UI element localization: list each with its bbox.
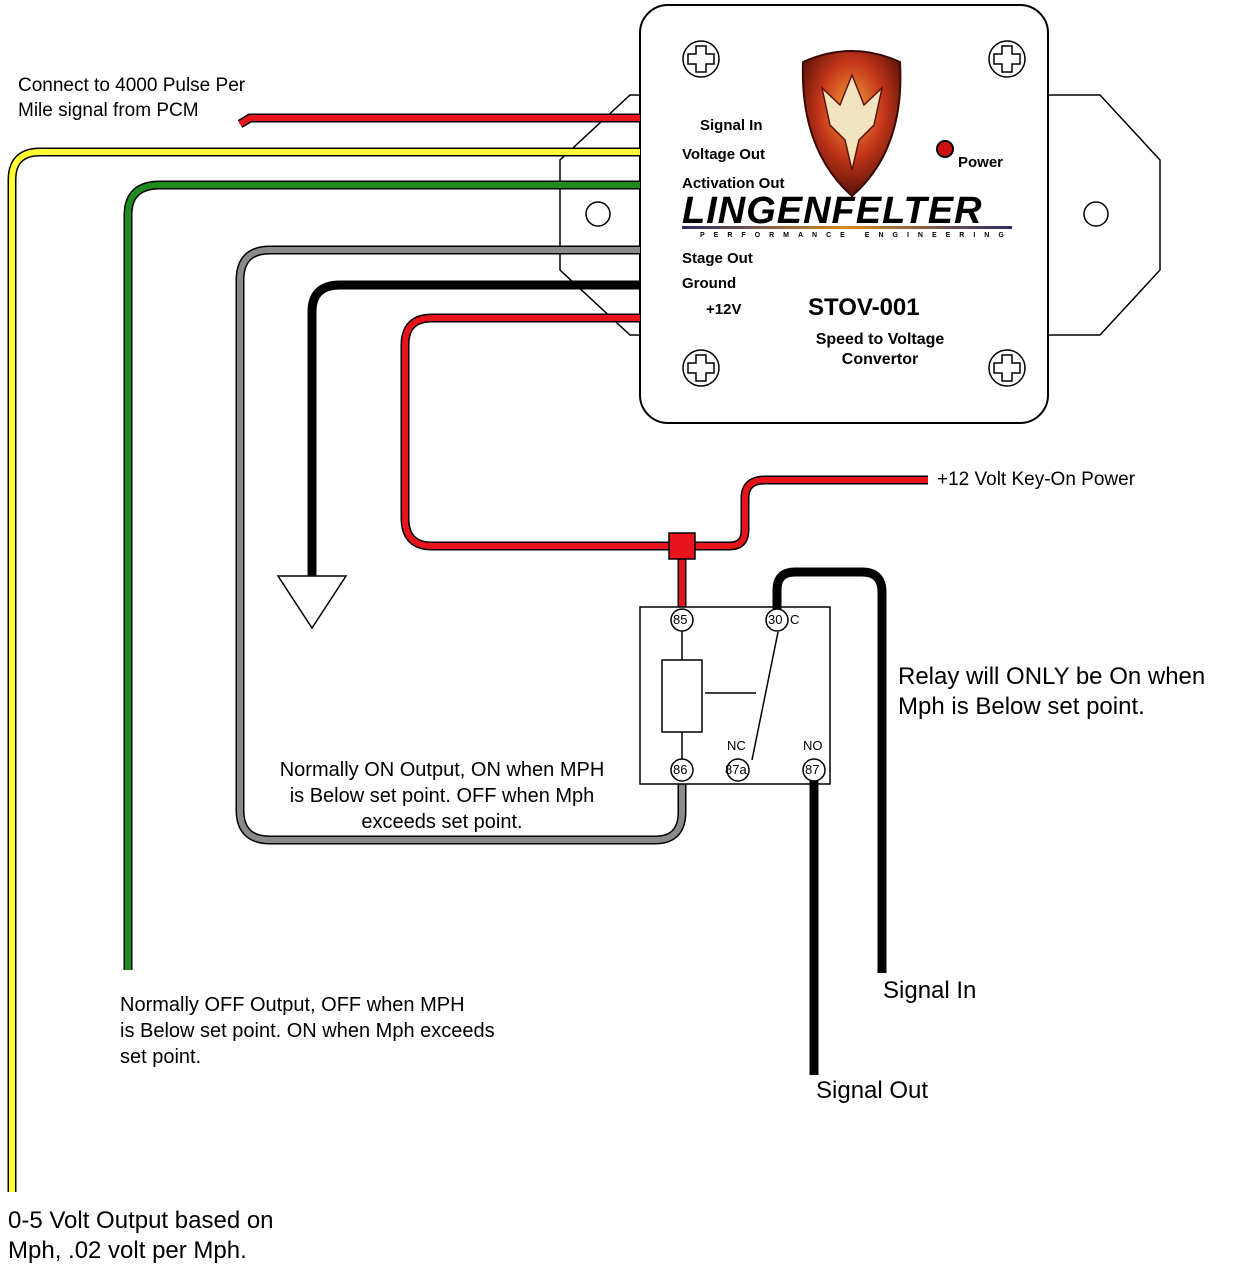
annotation-signal-in: Signal In <box>883 977 977 1004</box>
relay-switch <box>751 631 779 761</box>
terminal-label-stage-out: Stage Out <box>682 250 753 267</box>
wire-activation-out-green <box>123 180 640 970</box>
relay-pin-85 <box>670 608 694 632</box>
brand-subtitle: PERFORMANCE ENGINEERING <box>700 232 1013 239</box>
wire-ground-black <box>307 280 640 576</box>
terminal-label-12v: +12V <box>706 301 742 318</box>
model-description: Speed to Voltage Convertor <box>815 331 945 368</box>
annotation-normally-on: Normally ON Output, ON when MPH is Below… <box>279 759 605 833</box>
annotation-pulse-signal: Connect to 4000 Pulse Per Mile signal fr… <box>18 75 246 121</box>
relay-pin-85-label: 85 <box>673 612 688 627</box>
relay-pin-87-label: 87 <box>805 762 820 777</box>
wire-signal-in-black <box>772 567 887 973</box>
relay-c-label: C <box>790 612 800 627</box>
relay-no-label: NO <box>803 738 823 753</box>
splice-junction <box>668 532 696 560</box>
ground-symbol-icon <box>276 575 348 630</box>
screw-icon <box>988 349 1026 387</box>
brand-logo-text: LINGENFELTER <box>682 190 983 232</box>
power-led-icon <box>936 140 954 158</box>
annotation-normally-off: Normally OFF Output, OFF when MPH is Bel… <box>120 994 495 1068</box>
screw-icon <box>988 40 1026 78</box>
relay-pin-86-label: 86 <box>673 762 688 777</box>
relay-pin-86 <box>670 758 694 782</box>
mount-hole-right <box>1083 201 1109 227</box>
power-label: Power <box>958 154 1004 171</box>
wire-key-on-power-red <box>682 475 928 551</box>
annotation-relay-note: Relay will ONLY be On when Mph is Below … <box>898 663 1206 720</box>
relay-pin-87a-label: 87a <box>725 762 747 777</box>
annotation-key-on-power: +12 Volt Key-On Power <box>937 469 1136 490</box>
brand-underline <box>682 226 1012 229</box>
model-number: STOV-001 <box>808 294 920 321</box>
screw-icon <box>682 349 720 387</box>
lingenfelter-shield-logo <box>801 50 902 198</box>
terminal-label-activation-out: Activation Out <box>682 175 785 192</box>
relay-pin-30-label: 30 <box>768 612 783 627</box>
mount-hole-left <box>585 201 611 227</box>
annotation-signal-out: Signal Out <box>816 1077 929 1104</box>
relay-pin-87a <box>726 758 750 782</box>
terminal-label-signal-in: Signal In <box>700 117 763 134</box>
relay-coil <box>661 659 703 733</box>
relay-nc-label: NC <box>727 738 746 753</box>
device-body <box>639 4 1049 424</box>
annotation-voltage-output: 0-5 Volt Output based on Mph, .02 volt p… <box>8 1207 274 1264</box>
terminal-label-ground: Ground <box>682 275 737 292</box>
terminal-label-voltage-out: Voltage Out <box>682 146 766 163</box>
screw-icon <box>682 40 720 78</box>
